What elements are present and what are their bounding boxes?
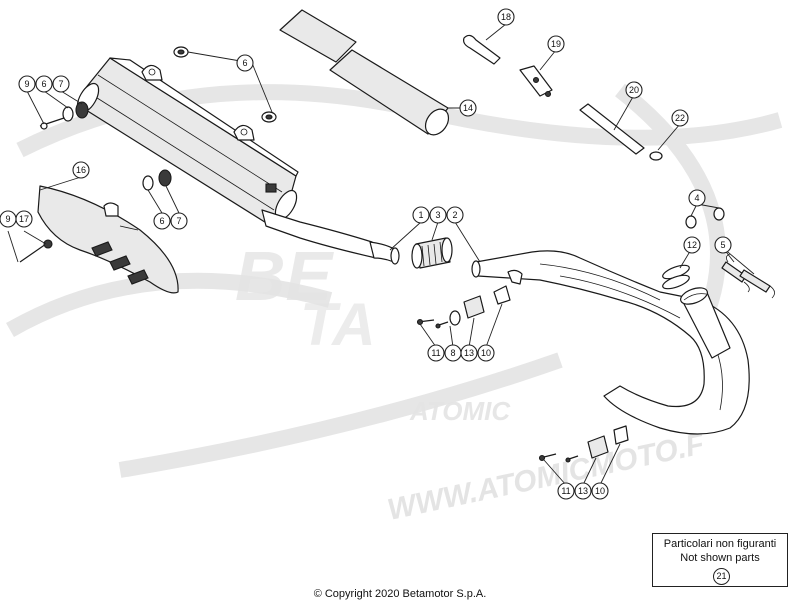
- svg-text:17: 17: [19, 214, 29, 224]
- mount-hardware-upper: [416, 285, 511, 329]
- svg-text:6: 6: [159, 216, 164, 226]
- callout-10-upper: 10: [477, 344, 495, 362]
- callout-20: 20: [625, 81, 643, 99]
- svg-text:ATOMIC: ATOMIC: [409, 396, 511, 426]
- callout-22: 22: [671, 109, 689, 127]
- svg-text:14: 14: [463, 103, 473, 113]
- watermark-text: WWW.ATOMICMOTO.F: [385, 427, 708, 527]
- muffler-part: [76, 57, 299, 225]
- svg-text:13: 13: [578, 486, 588, 496]
- not-shown-parts-title-en: Not shown parts: [680, 552, 760, 564]
- packing-wool-part: [279, 9, 450, 136]
- svg-text:5: 5: [720, 240, 725, 250]
- svg-text:7: 7: [58, 79, 63, 89]
- svg-text:7: 7: [176, 216, 181, 226]
- svg-text:2: 2: [452, 210, 457, 220]
- svg-text:6: 6: [41, 79, 46, 89]
- cap-part: [649, 151, 663, 161]
- svg-text:11: 11: [431, 348, 440, 358]
- svg-text:10: 10: [481, 348, 491, 358]
- svg-text:22: 22: [675, 113, 685, 123]
- callout-1: 1: [412, 206, 430, 224]
- svg-text:10: 10: [595, 486, 605, 496]
- callout-10-lower: 10: [591, 482, 609, 500]
- svg-text:TA: TA: [300, 291, 376, 358]
- callout-13-upper: 13: [460, 344, 478, 362]
- not-shown-parts-title-it: Particolari non figuranti: [663, 538, 777, 550]
- watermark-graphic: BE TA ATOMIC: [6, 83, 783, 478]
- o-rings-part: [662, 264, 690, 290]
- svg-text:12: 12: [687, 240, 697, 250]
- svg-text:11: 11: [561, 486, 570, 496]
- expansion-chamber-part: [471, 250, 750, 435]
- callout-11-upper: 11: [427, 344, 445, 362]
- svg-text:4: 4: [694, 193, 699, 203]
- callout-9-shield: 9: [0, 210, 17, 228]
- svg-text:20: 20: [629, 85, 639, 95]
- callout-18: 18: [497, 8, 515, 26]
- breather-hose-part: [463, 34, 501, 65]
- tube-part: [579, 103, 645, 155]
- callout-14: 14: [459, 99, 477, 117]
- svg-text:6: 6: [242, 58, 247, 68]
- coupling-part: [411, 237, 453, 269]
- callout-5: 5: [714, 236, 732, 254]
- callouts: 6 9 6 7 16 6 7 9 17 14 18 19 20 22 1 3 2…: [0, 8, 732, 500]
- svg-text:9: 9: [5, 214, 10, 224]
- callout-6-left: 6: [35, 75, 53, 93]
- muffler-hardware: [39, 46, 277, 191]
- heat-shield-part: [19, 185, 179, 294]
- callout-19: 19: [547, 35, 565, 53]
- svg-text:8: 8: [450, 348, 455, 358]
- callout-9-left: 9: [18, 75, 36, 93]
- svg-text:18: 18: [501, 12, 511, 22]
- callout-13-lower: 13: [574, 482, 592, 500]
- callout-7-mid: 7: [170, 212, 188, 230]
- callout-3: 3: [429, 206, 447, 224]
- callout-16: 16: [72, 161, 90, 179]
- mount-hardware-lower: [538, 425, 629, 463]
- callout-6-top: 6: [236, 54, 254, 72]
- callout-6-mid: 6: [153, 212, 171, 230]
- breather-fitting-part: [519, 65, 553, 98]
- callout-12: 12: [683, 236, 701, 254]
- not-shown-parts-box: Particolari non figuranti Not shown part…: [652, 533, 788, 587]
- callout-21: 21: [713, 568, 730, 585]
- callout-7-left: 7: [52, 75, 70, 93]
- svg-text:16: 16: [76, 165, 86, 175]
- callout-17: 17: [15, 210, 33, 228]
- svg-text:1: 1: [418, 210, 423, 220]
- callout-2: 2: [446, 206, 464, 224]
- svg-text:3: 3: [435, 210, 440, 220]
- muffler-pipe-part: [261, 209, 400, 265]
- svg-text:9: 9: [24, 79, 29, 89]
- springs-part: [685, 207, 775, 299]
- svg-text:BE: BE: [235, 237, 335, 315]
- callout-8: 8: [444, 344, 462, 362]
- svg-text:19: 19: [551, 39, 561, 49]
- callout-11-lower: 11: [557, 482, 575, 500]
- copyright-notice: © Copyright 2020 Betamotor S.p.A.: [313, 588, 487, 600]
- callout-4: 4: [688, 189, 706, 207]
- svg-text:13: 13: [464, 348, 474, 358]
